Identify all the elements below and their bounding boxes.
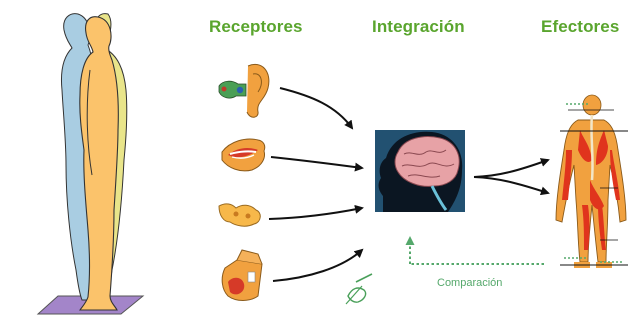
arrow-brain-to-effector-lower	[473, 176, 550, 196]
arrow-brain-to-effector-upper	[473, 158, 550, 178]
arrow-mouth-to-brain	[270, 156, 364, 172]
heading-integracion: Integración	[372, 17, 465, 36]
standing-human-icon	[36, 13, 145, 315]
brain-head-icon	[375, 130, 465, 212]
muscle-body-icon	[555, 94, 628, 268]
mouth-icon	[221, 138, 266, 172]
front-silhouette	[78, 16, 119, 311]
skin-icon	[221, 249, 263, 301]
arrow-skin-to-brain	[272, 248, 364, 282]
comparacion-label: Comparación	[437, 277, 503, 289]
arrow-nose-to-brain	[268, 204, 364, 220]
ear-icon	[218, 64, 270, 118]
heading-efectores: Efectores	[541, 17, 620, 36]
heading-receptores: Receptores	[209, 17, 303, 36]
nose-icon	[218, 203, 261, 227]
arrow-ear-to-brain	[279, 87, 354, 130]
comparison-hand-icon	[345, 273, 373, 305]
